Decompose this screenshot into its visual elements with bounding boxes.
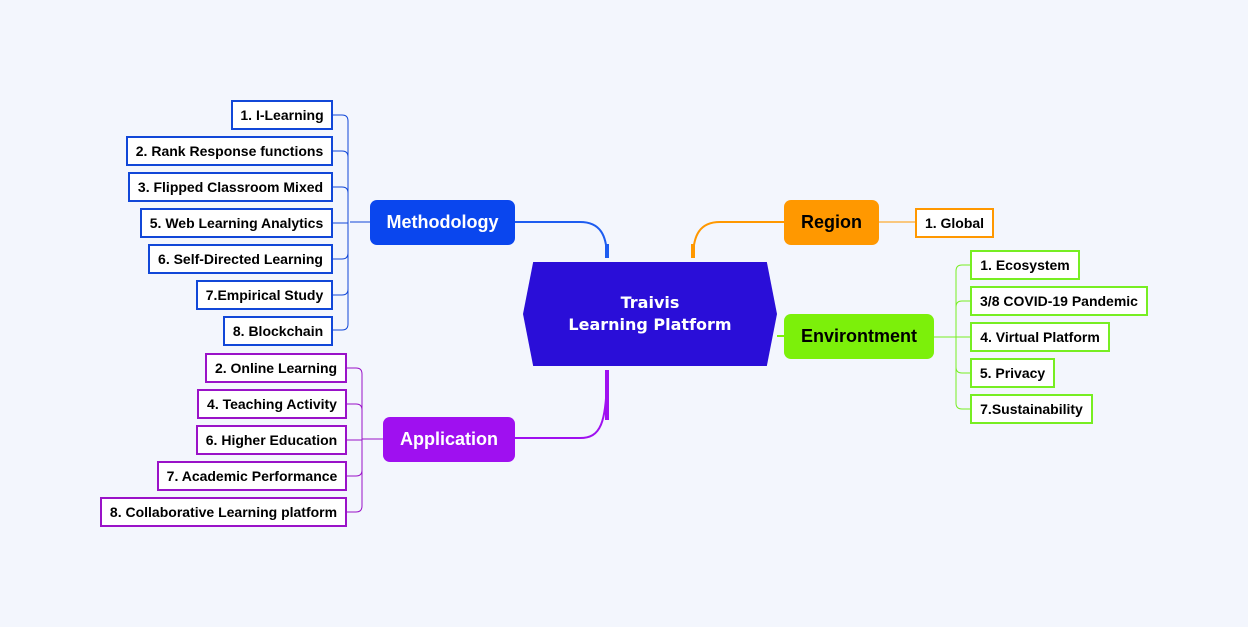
topic-environment[interactable]: Environtment [784, 314, 934, 359]
subtopic-teaching-activity[interactable]: 4. Teaching Activity [197, 389, 347, 419]
subtopic-label: 7. Academic Performance [166, 468, 338, 484]
subtopic-label: 8. Collaborative Learning platform [109, 504, 338, 520]
subtopic-label: 5. Privacy [979, 365, 1046, 381]
subtopic-flipped-classroom[interactable]: 3. Flipped Classroom Mixed [128, 172, 333, 202]
subtopic-virtual-platform[interactable]: 4. Virtual Platform [970, 322, 1110, 352]
subtopic-ecosystem[interactable]: 1. Ecosystem [970, 250, 1080, 280]
subtopic-label: 3/8 COVID-19 Pandemic [980, 293, 1138, 309]
topic-region[interactable]: Region [784, 200, 879, 245]
topic-application[interactable]: Application [383, 417, 515, 462]
subtopic-collaborative-learning[interactable]: 8. Collaborative Learning platform [100, 497, 347, 527]
subtopic-label: 6. Higher Education [205, 432, 338, 448]
topic-region-label: Region [801, 212, 862, 232]
central-topic-line2: Learning Platform [568, 315, 732, 334]
subtopic-online-learning[interactable]: 2. Online Learning [205, 353, 347, 383]
subtopic-label: 8. Blockchain [232, 323, 324, 339]
central-topic[interactable]: Traivis Learning Platform [523, 262, 777, 366]
subtopic-label: 7.Empirical Study [205, 287, 324, 303]
subtopic-sustainability[interactable]: 7.Sustainability [970, 394, 1093, 424]
subtopic-label: 4. Teaching Activity [207, 396, 337, 412]
subtopic-blockchain[interactable]: 8. Blockchain [223, 316, 333, 346]
connector-region [692, 221, 785, 259]
subtopic-web-learning-analytics[interactable]: 5. Web Learning Analytics [140, 208, 333, 238]
subtopic-privacy[interactable]: 5. Privacy [970, 358, 1055, 388]
topic-application-label: Application [400, 429, 498, 449]
subtopic-label: 1. Ecosystem [980, 257, 1070, 273]
environment-bracket [934, 264, 970, 410]
topic-methodology-label: Methodology [386, 212, 499, 232]
methodology-bracket [333, 114, 370, 331]
subtopic-empirical-study[interactable]: 7.Empirical Study [196, 280, 333, 310]
subtopic-label: 1. Global [924, 215, 985, 231]
subtopic-higher-education[interactable]: 6. Higher Education [196, 425, 347, 455]
topic-methodology[interactable]: Methodology [370, 200, 515, 245]
subtopic-label: 4. Virtual Platform [980, 329, 1100, 345]
subtopic-label: 3. Flipped Classroom Mixed [137, 179, 324, 195]
application-bracket [347, 367, 384, 513]
subtopic-academic-performance[interactable]: 7. Academic Performance [157, 461, 347, 491]
subtopic-label: 2. Rank Response functions [135, 143, 324, 159]
subtopic-rank-response[interactable]: 2. Rank Response functions [126, 136, 333, 166]
connector-application [514, 369, 608, 439]
subtopic-i-learning[interactable]: 1. I-Learning [231, 100, 333, 130]
central-topic-line1: Traivis [620, 293, 680, 312]
subtopic-label: 1. I-Learning [240, 107, 324, 123]
subtopic-label: 6. Self-Directed Learning [158, 251, 323, 267]
subtopic-label: 7.Sustainability [980, 401, 1083, 417]
subtopic-global[interactable]: 1. Global [915, 208, 994, 238]
connector-methodology [514, 221, 608, 259]
subtopic-label: 5. Web Learning Analytics [149, 215, 324, 231]
subtopic-label: 2. Online Learning [214, 360, 338, 376]
topic-environment-label: Environtment [800, 326, 917, 346]
subtopic-self-directed[interactable]: 6. Self-Directed Learning [148, 244, 333, 274]
subtopic-covid-19-pandemic[interactable]: 3/8 COVID-19 Pandemic [970, 286, 1148, 316]
